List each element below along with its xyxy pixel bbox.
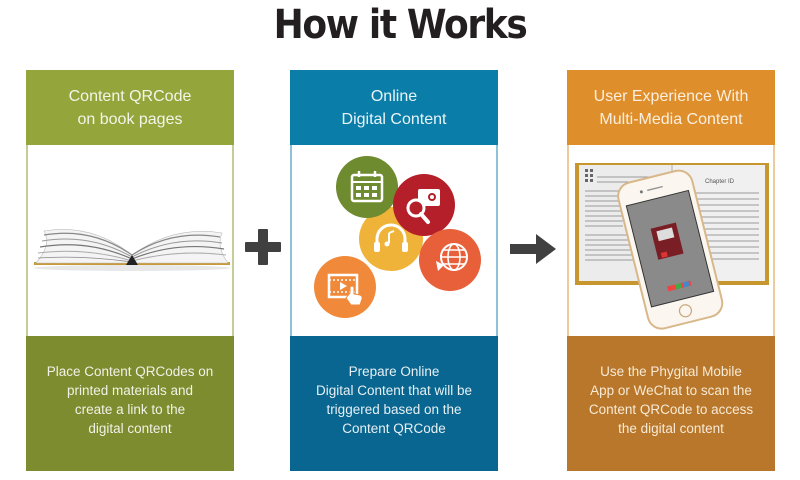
photo-search-icon (393, 174, 455, 236)
arrow-right-icon (510, 234, 556, 264)
step-image-area: Chapter ID (567, 145, 775, 336)
step-description: Use the Phygital Mobile App or WeChat to… (567, 336, 775, 471)
calendar-icon (336, 156, 398, 218)
video-play-icon (314, 256, 376, 318)
step-description: Place Content QRCodes on printed materia… (26, 336, 234, 471)
step-title: User Experience With Multi-Media Content (593, 87, 749, 128)
smartphone-icon (617, 169, 724, 330)
step-card-user-experience: User Experience With Multi-Media Content (567, 70, 775, 471)
step-image-area (26, 145, 234, 336)
step-card-online-digital-content: Online Digital Content (290, 70, 498, 471)
plus-icon (245, 229, 281, 265)
step-description: Prepare Online Digital Content that will… (290, 336, 498, 471)
step-title: Online Digital Content (341, 87, 447, 128)
page-title: How it Works (273, 2, 528, 48)
phone-scanning-book-illustration: Chapter ID (575, 163, 769, 330)
step-description-text: Prepare Online Digital Content that will… (315, 363, 473, 436)
qr-code-icon (585, 169, 593, 182)
open-book-icon (34, 229, 230, 271)
step-header: Online Digital Content (290, 70, 498, 145)
step-header: Content QRCode on book pages (26, 70, 234, 145)
globe-icon (419, 229, 481, 291)
svg-text:Chapter ID: Chapter ID (705, 179, 735, 185)
step-card-content-qrcode: Content QRCode on book pages Place Conte… (26, 70, 234, 471)
step-description-text: Place Content QRCodes on printed materia… (46, 363, 214, 436)
step-title: Content QRCode on book pages (68, 87, 192, 128)
step-image-area (290, 145, 498, 336)
media-icons-cluster (314, 156, 481, 318)
step-header: User Experience With Multi-Media Content (567, 70, 775, 145)
step-description-text: Use the Phygital Mobile App or WeChat to… (588, 363, 754, 436)
